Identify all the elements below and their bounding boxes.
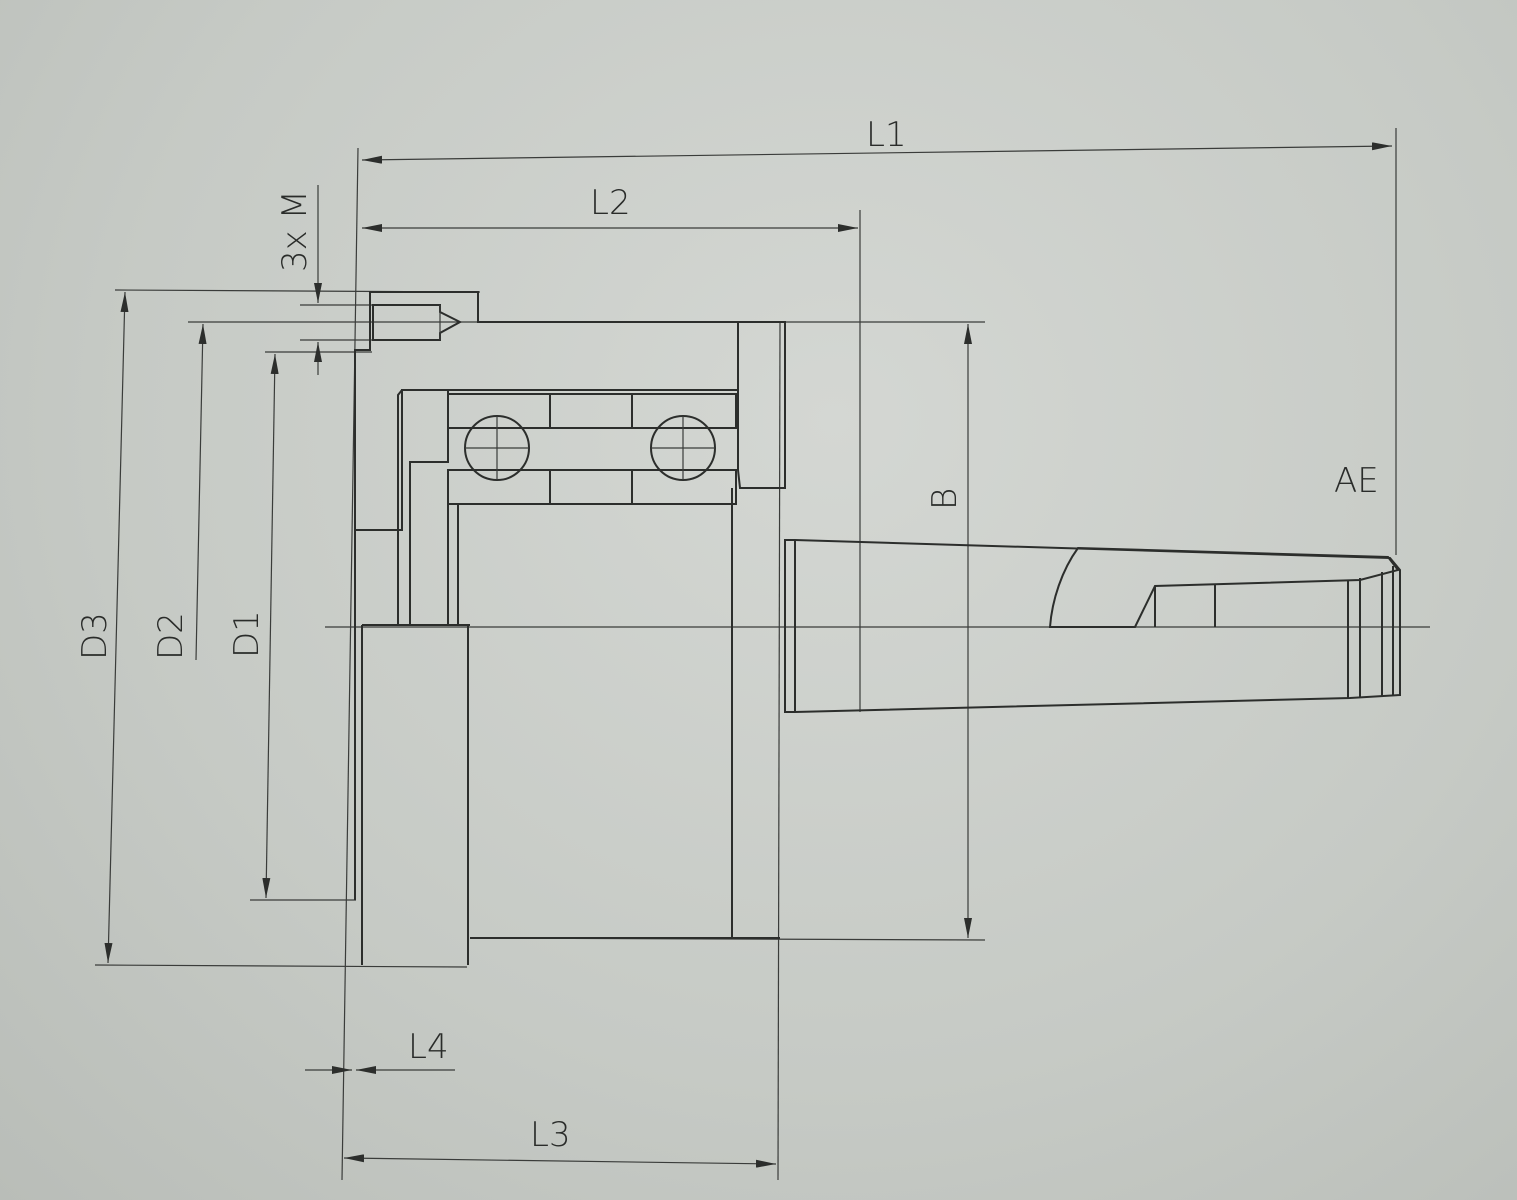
housing-section bbox=[354, 291, 786, 626]
body-outline bbox=[354, 488, 780, 965]
label-ae: AE bbox=[1334, 461, 1379, 501]
extension-lines bbox=[94, 128, 1397, 1181]
bearings bbox=[447, 393, 737, 505]
label-l2: L2 bbox=[590, 183, 631, 223]
label-d2: D2 bbox=[151, 612, 191, 660]
sleeve bbox=[397, 389, 449, 626]
label-d3: D3 bbox=[75, 612, 115, 660]
label-thread: 3x M bbox=[275, 190, 315, 272]
label-l3: L3 bbox=[530, 1115, 571, 1155]
label-l1: L1 bbox=[866, 115, 907, 155]
label-d1: D1 bbox=[227, 610, 267, 658]
label-b: B bbox=[925, 488, 965, 510]
dimension-lines bbox=[104, 142, 1393, 1168]
taper-shank bbox=[784, 539, 1401, 713]
label-l4: L4 bbox=[408, 1027, 449, 1067]
end-cap bbox=[737, 321, 786, 489]
